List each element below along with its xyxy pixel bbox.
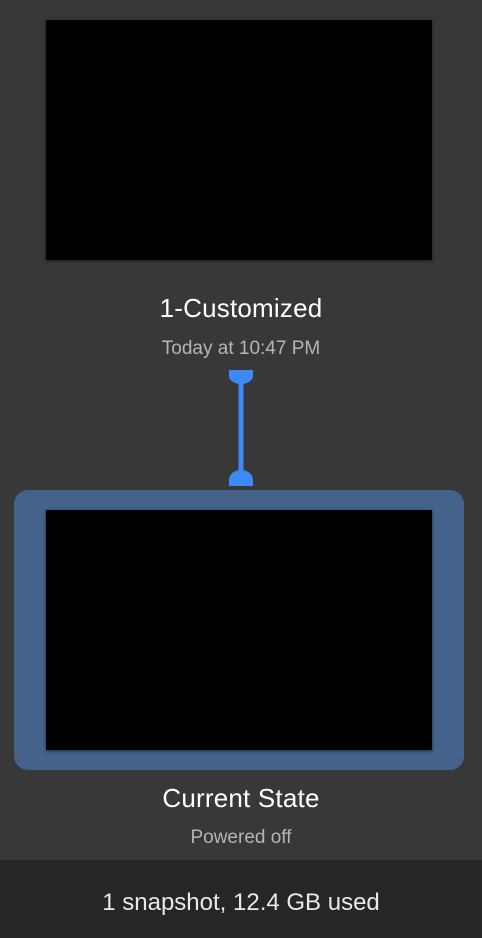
snapshot-connector-icon (229, 370, 253, 486)
snapshot-list: 1-Customized Today at 10:47 PM Current S… (14, 20, 464, 848)
snapshot-timestamp: Today at 10:47 PM (161, 338, 321, 359)
snapshot-title: 1-Customized (159, 293, 323, 323)
snapshot-title: Current State (162, 783, 320, 813)
status-bar: 1 snapshot, 12.4 GB used (0, 860, 482, 938)
current-state-thumbnail[interactable] (46, 510, 432, 750)
snapshot-usage-text: 1 snapshot, 12.4 GB used (102, 889, 380, 916)
snapshot-status: Powered off (190, 827, 292, 848)
snapshot-thumbnail-1-customized[interactable] (46, 20, 432, 260)
